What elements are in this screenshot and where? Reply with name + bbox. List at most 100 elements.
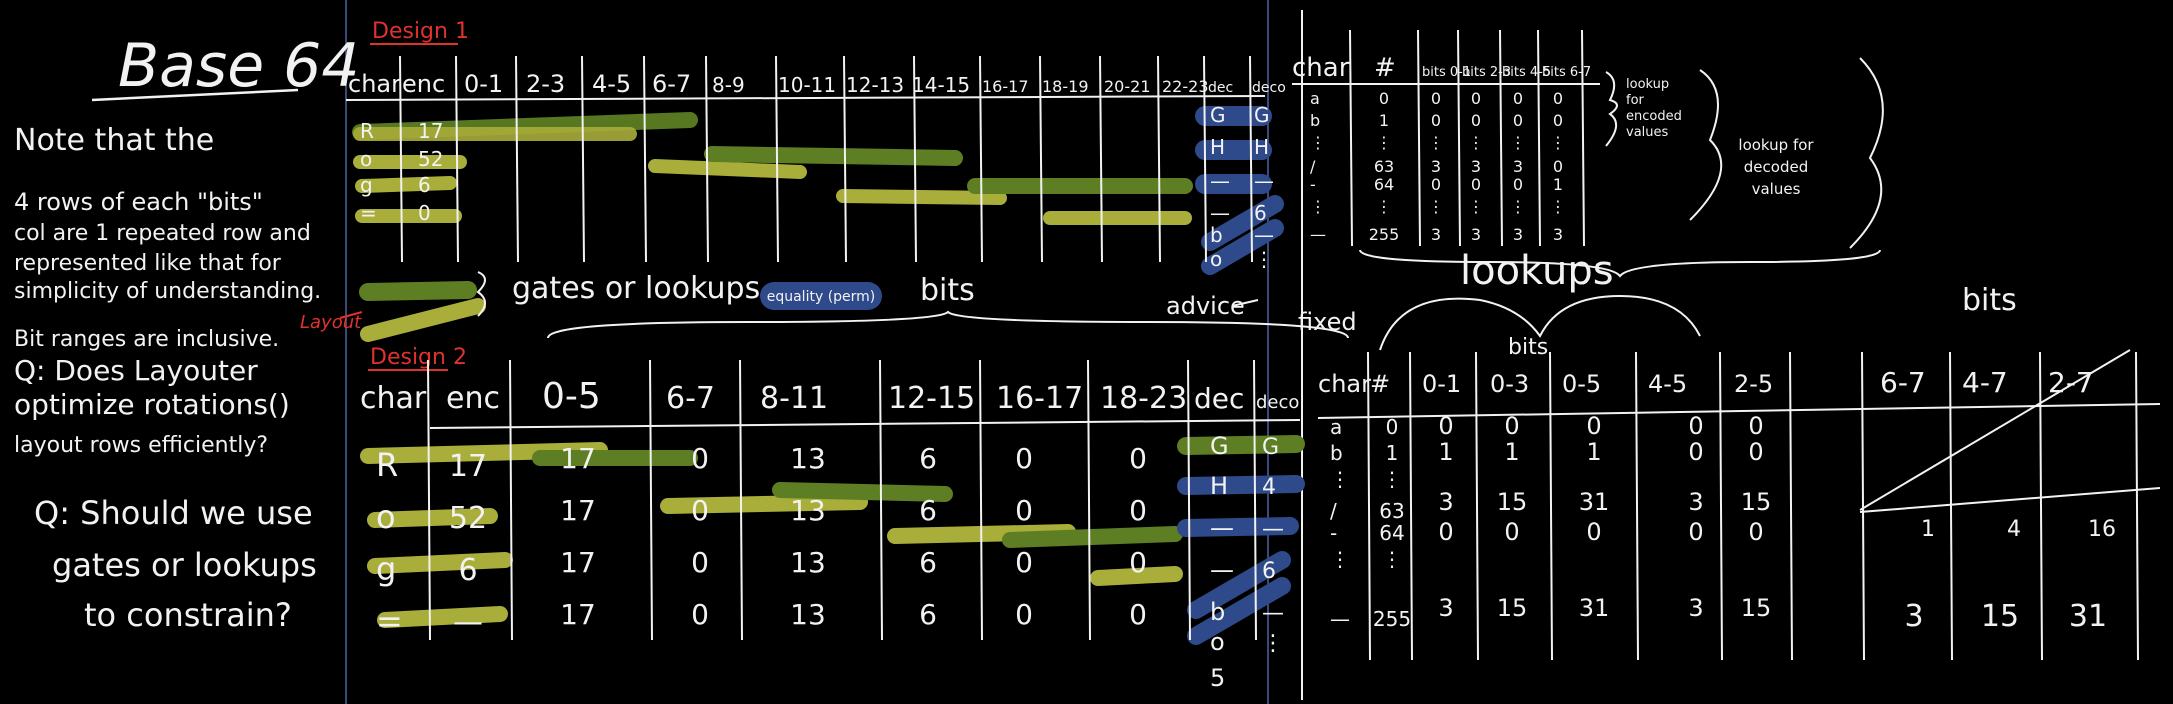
lookup2-bits-cell: 0 <box>1586 518 1601 546</box>
lookup2-bits-cell: 0 <box>1504 412 1519 440</box>
lookup2-rows: ab⋮/-⋮—01⋮6364⋮2550130301150150131031003… <box>1330 412 2116 634</box>
legend-yellow-swatch <box>360 298 486 342</box>
lookup2-bits-cell: 15 <box>1497 488 1528 516</box>
design1-row-char: = <box>360 201 377 225</box>
design2-bits-cell: 0 <box>1129 442 1147 475</box>
design2-bits-cell: 6 <box>919 494 937 527</box>
lookup2-bits-cell: 15 <box>1741 594 1772 622</box>
lookup1-char-cell: a <box>1310 89 1320 108</box>
lookup2-bits-cell: 1 <box>1438 438 1453 466</box>
design2-bits-cell: 13 <box>790 494 826 527</box>
lookup2-char-cell: - <box>1330 521 1337 545</box>
lookup1-char-cell: / <box>1310 157 1316 176</box>
lookup1-num-cell: 255 <box>1369 225 1400 244</box>
lookup1-header: bits 2-3 <box>1462 65 1511 80</box>
lookup2-header: 6-7 <box>1880 366 1926 399</box>
lookup2-bottom-cell: 31 <box>2069 599 2107 634</box>
design1-header: 18-19 <box>1042 77 1089 96</box>
design2-deco-cell: 4 <box>1262 475 1276 500</box>
lookup2-bits-cell: 31 <box>1579 594 1610 622</box>
design2-bits-cell: 0 <box>1129 598 1147 631</box>
lookup1-bits-cell: 3 <box>1513 157 1523 176</box>
notes-line: represented like that for <box>14 251 282 276</box>
design1-row-enc: 52 <box>418 147 443 171</box>
design2-bits-cell: 0 <box>1015 494 1033 527</box>
design2-column-lines <box>427 359 1257 641</box>
lookup1-bits-cell: 0 <box>1471 175 1481 194</box>
design2-row-char: o <box>376 498 396 536</box>
lookup1-bits-cell: ⋮ <box>1550 197 1566 216</box>
equality-badge-text: equality (perm) <box>767 289 876 305</box>
bits-label-top: bits <box>920 273 975 308</box>
design2-column-line <box>1187 359 1191 641</box>
design2-bits-cell: 0 <box>691 442 709 475</box>
lookup2-column-line <box>1475 351 1479 661</box>
design2-dec-cell: H <box>1210 472 1228 500</box>
design2-bits-cell: 0 <box>691 546 709 579</box>
lookup1-bits-cell: ⋮ <box>1510 197 1526 216</box>
design2-header: 16-17 <box>996 381 1083 416</box>
lookup1-num-cell: ⋮ <box>1376 197 1392 216</box>
lookup1-bits-cell: 0 <box>1553 111 1563 130</box>
design2-header: 8-11 <box>760 381 828 416</box>
lookup2-column-line <box>1719 351 1723 661</box>
notes-q2-line: Q: Should we use <box>34 494 313 532</box>
lookup1-header: # <box>1374 53 1396 83</box>
design1-highlights <box>352 106 1284 275</box>
design2-dec-cell: — <box>1210 514 1234 542</box>
design2-dec-cell: G <box>1210 432 1229 460</box>
design2-column-line <box>1087 359 1091 641</box>
design2-deco-cell: 6 <box>1262 559 1276 584</box>
lookup2-bits-cell: 3 <box>1688 488 1703 516</box>
lookup1-char-cell: b <box>1310 111 1320 130</box>
lookup2-header: 0-5 <box>1562 370 1601 398</box>
design1-header: 8-9 <box>712 73 745 97</box>
lookup2-column-line <box>2135 351 2139 661</box>
design1-column-line <box>705 55 709 263</box>
lookup2-bits-cell: 3 <box>1688 594 1703 622</box>
notes-line: Bit ranges are inclusive. <box>14 327 279 352</box>
design2-header: 0-5 <box>542 376 601 417</box>
lookup2-bottom-cell: 15 <box>1981 599 2019 634</box>
lookup2-num-cell: ⋮ <box>1382 467 1402 491</box>
design2-column-line <box>879 359 883 641</box>
design1-column-line <box>843 55 847 263</box>
lookup2-bits-cell: 0 <box>1438 518 1453 546</box>
lookup1-bits-cell: 3 <box>1431 225 1441 244</box>
lookup1-column-line <box>1537 29 1541 247</box>
lookup1-bits-cell: 3 <box>1553 225 1563 244</box>
lookup2-bits-label: bits <box>1508 335 1548 360</box>
design2-bits-cell: 6 <box>919 598 937 631</box>
lookup2-shift-cell: 4 <box>2007 517 2021 542</box>
lookup1-num-cell: 1 <box>1379 111 1389 130</box>
design1-dec-cell: H <box>1210 135 1225 159</box>
lookup2-column-line <box>1409 351 1413 661</box>
lookup2-column-line <box>1789 351 1793 661</box>
lookup1-bits-cell: ⋮ <box>1468 197 1484 216</box>
lookup2-bits-top-label: bits <box>1962 283 2017 318</box>
design2-header: char <box>360 381 427 416</box>
lookup1-header: char <box>1292 53 1350 83</box>
design1-header: enc <box>402 70 445 98</box>
design2-deco-cell: ⋮ <box>1262 631 1284 656</box>
design2-row-enc: 17 <box>449 449 487 484</box>
design2-column-line <box>427 359 431 641</box>
notes-q2-line: gates or lookups <box>52 546 317 584</box>
notes-line: col are 1 repeated row and <box>14 221 311 246</box>
lookup2-bits-cell: 0 <box>1748 438 1763 466</box>
design2-bits-cell: 0 <box>691 598 709 631</box>
lookup1-column-line <box>1349 29 1353 247</box>
lookup1-brace1-text: lookup <box>1626 77 1669 92</box>
design1-header: 20-21 <box>1104 77 1151 96</box>
design1-header: 14-15 <box>912 73 970 97</box>
design1-header: 16-17 <box>982 77 1029 96</box>
notes-line: optimize rotations() <box>14 388 290 421</box>
design2-column-line <box>649 359 653 641</box>
notes-line: Q: Does Layouter <box>14 354 258 387</box>
design2-dec-cell: o <box>1210 628 1225 656</box>
design2-bits-cell: 13 <box>790 598 826 631</box>
